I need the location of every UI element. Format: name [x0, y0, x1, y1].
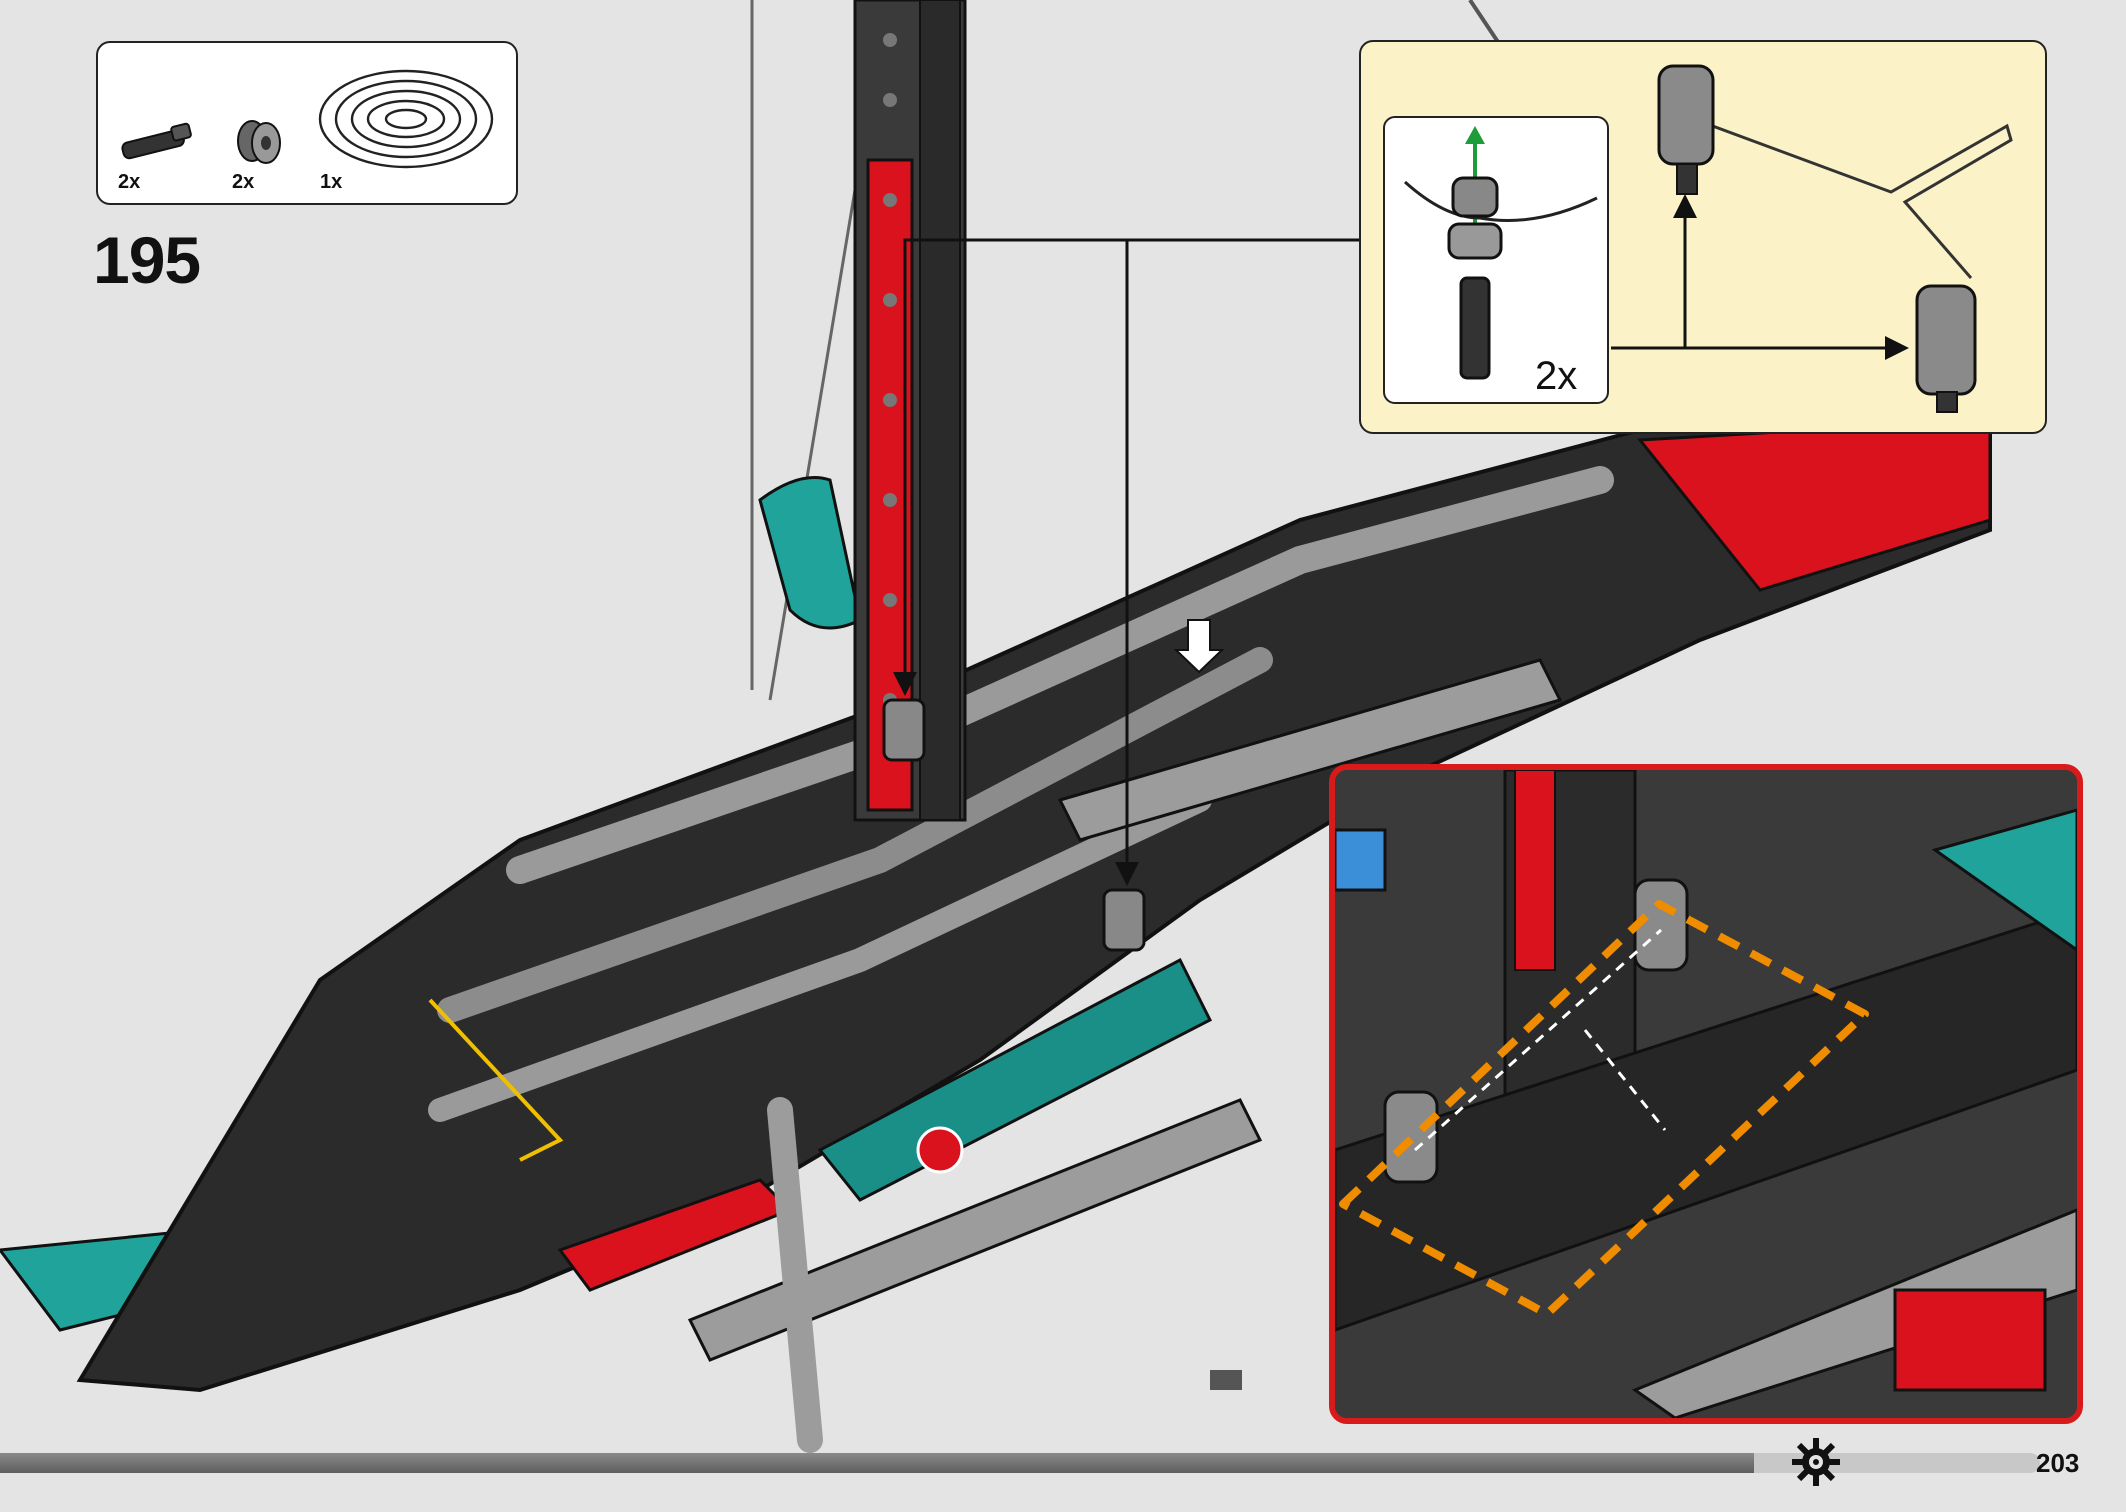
part-qty-2: 2x: [232, 171, 255, 193]
pulley-assembly-icon: [1403, 126, 1598, 380]
string-coil-icon: [318, 69, 494, 169]
progress-fill: [0, 1453, 1755, 1473]
part-qty-3: 1x: [320, 171, 343, 193]
part-qty-1: 2x: [118, 171, 141, 193]
zoom-detail-illustration: [1335, 770, 2077, 1418]
pulley-string-diagram: [1611, 64, 2013, 413]
axle-connector-icon: [121, 122, 192, 160]
gear-icon: [1792, 1438, 1840, 1486]
zoom-detail-box: [1329, 764, 2083, 1424]
step-number: 195: [93, 223, 201, 297]
page-number: 203: [2036, 1448, 2080, 1478]
sub-step-box: 2x: [1383, 116, 1609, 404]
progress-bar: [0, 1453, 2040, 1473]
parts-list-box: 2x 2x 1x: [96, 41, 518, 205]
sub-assembly-callout: 2x: [1359, 40, 2047, 434]
sub-step-qty: 2x: [1535, 354, 1578, 398]
pulley-wheel-icon: [237, 120, 281, 164]
